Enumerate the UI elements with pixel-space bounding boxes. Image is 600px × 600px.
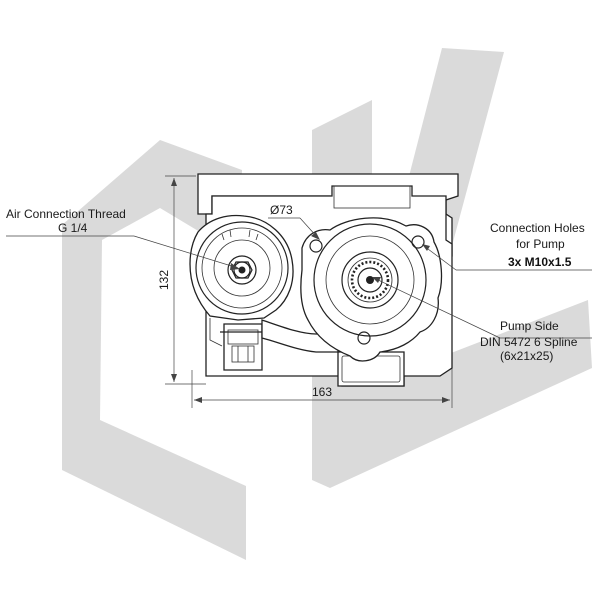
width-dimension: 163: [191, 368, 453, 408]
connection-holes-label-line2: for Pump: [516, 237, 565, 251]
connection-hole-right: [411, 235, 425, 249]
connection-holes-callout: Connection Holes for Pump 3x M10x1.5: [422, 221, 592, 271]
air-valve-assembly: [189, 214, 339, 371]
connection-hole-bottom: [357, 331, 371, 345]
pump-side-callout: Pump Side DIN 5472 6 Spline (6x21x25): [372, 277, 592, 363]
diameter-label: Ø73: [270, 203, 293, 217]
pump-side-label-line3: (6x21x25): [500, 349, 553, 363]
pump-side-label-line1: Pump Side: [500, 319, 559, 333]
air-connection-callout: Air Connection Thread G 1/4: [6, 207, 240, 270]
width-dimension-label: 163: [312, 385, 332, 399]
connection-holes-label-line1: Connection Holes: [490, 221, 585, 235]
height-dimension: 132: [157, 175, 206, 385]
air-connection-label-line1: Air Connection Thread: [6, 207, 126, 221]
pump-flange: [300, 217, 443, 362]
pump-side-label-line2: DIN 5472 6 Spline: [480, 335, 578, 349]
air-connection-label-line2: G 1/4: [58, 221, 88, 235]
diameter-dimension: Ø73: [268, 203, 320, 240]
height-dimension-label: 132: [157, 270, 171, 290]
connection-holes-label-line3: 3x M10x1.5: [508, 255, 572, 269]
connection-hole-left: [309, 239, 323, 253]
